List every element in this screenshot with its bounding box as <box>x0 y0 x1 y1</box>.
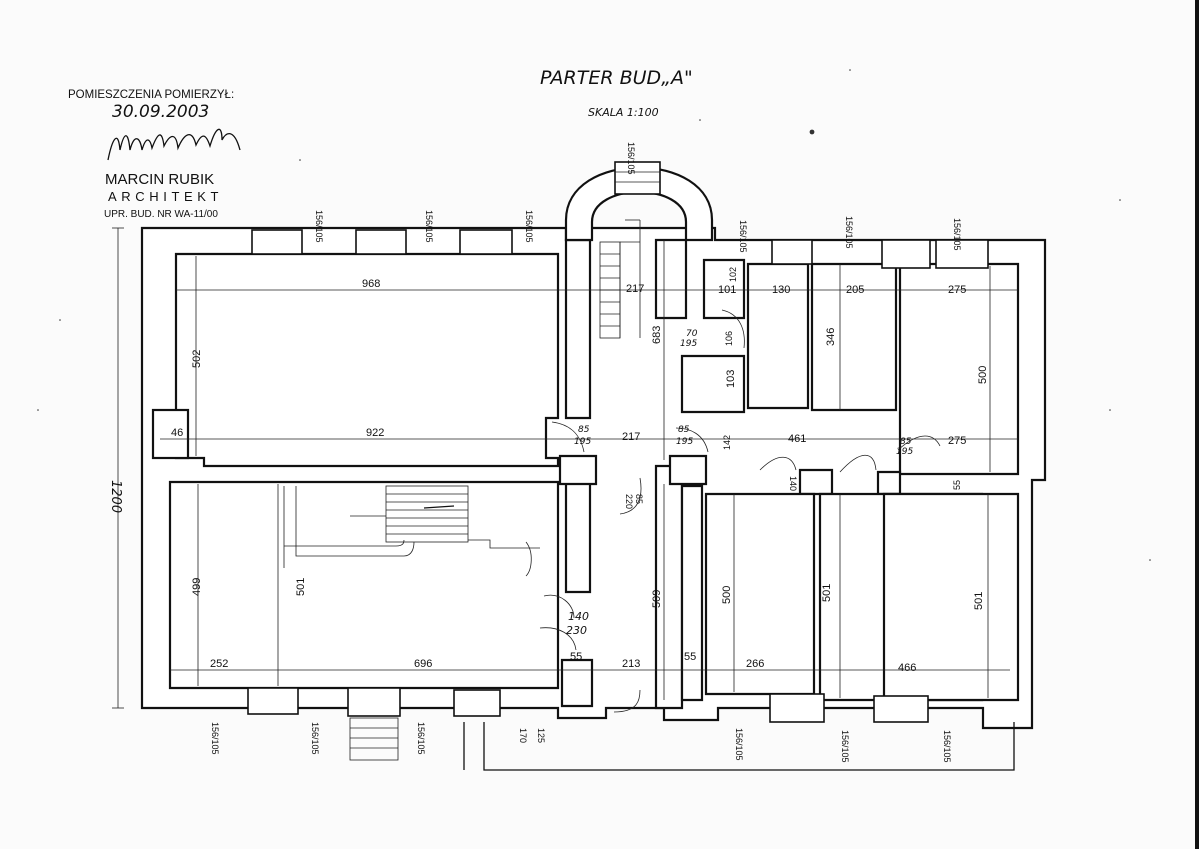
scan-edge <box>1195 0 1199 849</box>
dim-door-a-top: 70 <box>686 329 698 339</box>
dim-door-b-bottom: 195 <box>574 437 591 447</box>
dim-door-d-bottom: 195 <box>896 447 913 457</box>
dim-room-ne-height: 500 <box>977 366 989 384</box>
dim-hall-height: 509 <box>651 590 663 608</box>
windows-bottom <box>247 687 929 723</box>
windows-top <box>251 229 989 269</box>
win-label-bot-1: 156/105 <box>210 722 220 755</box>
dim-n55c: 55 <box>952 480 962 490</box>
interior-walls <box>558 238 1020 710</box>
dim-room-se3-width: 466 <box>898 662 916 674</box>
stair-lower <box>283 485 540 761</box>
dim-room-ne-width: 275 <box>948 284 966 296</box>
dim-n170: 170 <box>518 728 528 743</box>
dim-room-nw-width: 968 <box>362 278 380 290</box>
win-label-bot-5: 156/105 <box>840 730 850 763</box>
win-label-top-1: 156/105 <box>314 210 324 243</box>
window-labels: 156/105 156/105 156/105 156/105 156/105 … <box>210 142 962 763</box>
win-label-apse: 156/105 <box>626 142 636 175</box>
dim-door-main-top: 140 <box>568 610 589 623</box>
dim-door-d-top: 85 <box>900 437 912 447</box>
dim-room-se1-width: 266 <box>746 658 764 670</box>
scan-speckles <box>37 69 1151 561</box>
dim-corridor-mid: 217 <box>622 431 640 443</box>
stamp-name: MARCIN RUBIK <box>105 171 214 188</box>
dim-room-se3-height: 501 <box>973 592 985 610</box>
dim-corridor-right: 461 <box>788 433 806 445</box>
dim-room-s-width: 696 <box>414 658 432 670</box>
dim-corridor-left: 922 <box>366 427 384 439</box>
dim-door-b-top: 85 <box>578 425 590 435</box>
dim-room-small-a: 101 <box>718 284 736 296</box>
dim-room-sw2-height: 501 <box>295 578 307 596</box>
dim-wc-small2: 102 <box>728 267 738 282</box>
staircase-apse <box>564 161 714 242</box>
dim-door-c-bottom: 195 <box>676 437 693 447</box>
dim-overall-height: 1200 <box>108 480 123 513</box>
dim-n125: 125 <box>536 728 546 743</box>
dim-wc-small: 106 <box>724 331 734 346</box>
win-label-bot-2: 156/105 <box>310 722 320 755</box>
dim-n55b: 55 <box>684 651 696 663</box>
dim-n55a: 55 <box>570 651 582 663</box>
dim-corridor-far-right: 275 <box>948 435 966 447</box>
win-label-top-5: 156/105 <box>844 216 854 249</box>
plan-scale: SKALA 1:100 <box>588 106 659 119</box>
dimension-lines <box>112 227 1018 709</box>
win-label-bot-4: 156/105 <box>734 728 744 761</box>
stamp-measured-label: POMIESZCZENIA POMIERZYŁ: <box>68 89 234 101</box>
dim-room-se2-height: 501 <box>821 584 833 602</box>
stamp-license: UPR. BUD. NR WA-11/00 <box>104 209 218 220</box>
dim-stair-top: 217 <box>626 283 644 295</box>
signature <box>107 128 241 161</box>
dim-room-small-b: 130 <box>772 284 790 296</box>
dimension-labels: 1200 968 502 46 922 217 683 217 461 275 … <box>108 267 989 743</box>
win-label-top-6: 156/105 <box>952 218 962 251</box>
win-label-bot-3: 156/105 <box>416 722 426 755</box>
dim-n140: 140 <box>788 476 798 491</box>
dim-room-nw-height: 502 <box>191 350 203 368</box>
dim-door-main-bottom: 230 <box>566 624 587 637</box>
stamp-date: 30.09.2003 <box>112 102 209 122</box>
dim-corridor-small: 46 <box>171 427 183 439</box>
dim-door-a-bottom: 195 <box>680 339 697 349</box>
dim-wc-height: 103 <box>725 370 737 388</box>
dim-wc-width: 142 <box>722 435 732 450</box>
dim-door-c-top: 85 <box>678 425 690 435</box>
dim-room-sw-width: 252 <box>210 658 228 670</box>
dim-hall-width: 213 <box>622 658 640 670</box>
dim-n85: 85 <box>634 494 644 504</box>
entrance-stub <box>463 689 1015 771</box>
win-label-top-2: 156/105 <box>424 210 434 243</box>
win-label-bot-6: 156/105 <box>942 730 952 763</box>
stamp-role: ARCHITEKT <box>108 189 223 204</box>
win-label-top-4: 156/105 <box>738 220 748 253</box>
dim-room-small-c: 205 <box>846 284 864 296</box>
plan-title: PARTER BUD„A" <box>540 67 693 89</box>
win-label-top-3: 156/105 <box>524 210 534 243</box>
door-swings <box>525 309 941 651</box>
dim-room-se1-height: 500 <box>721 586 733 604</box>
dim-room-sw-height: 499 <box>191 578 203 596</box>
dim-stair-height: 683 <box>651 326 663 344</box>
dim-n220: 220 <box>624 494 634 509</box>
dim-room-c-height: 346 <box>825 328 837 346</box>
